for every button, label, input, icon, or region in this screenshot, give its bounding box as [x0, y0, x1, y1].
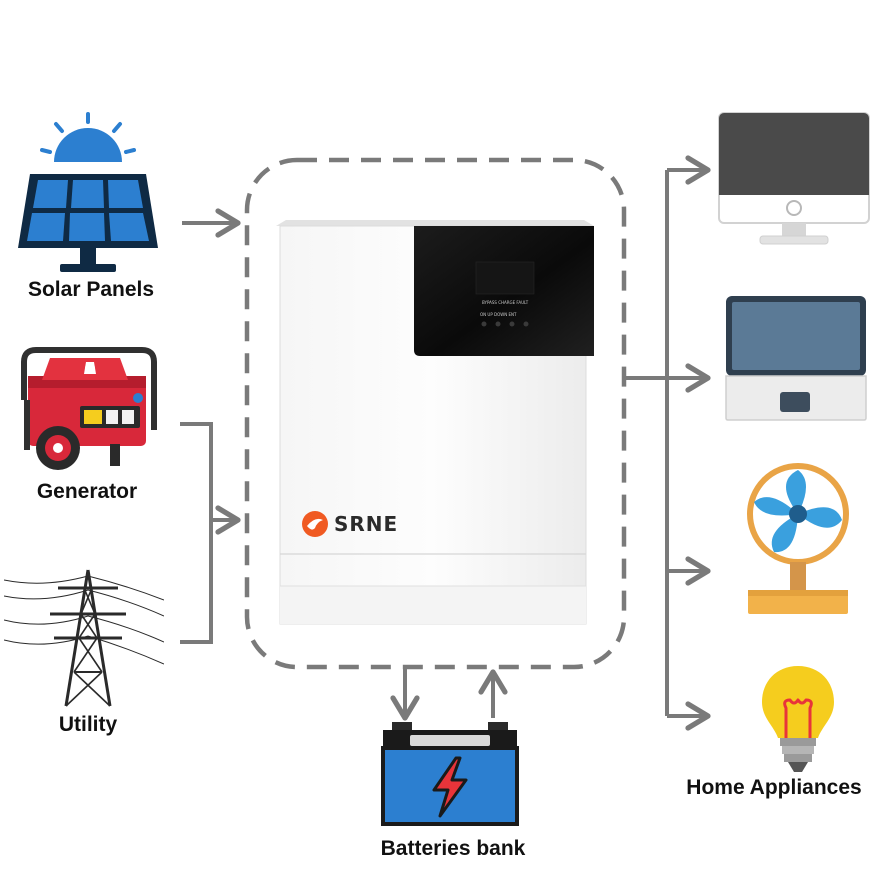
solar-panels-label: Solar Panels: [27, 278, 155, 301]
generator-label: Generator: [36, 480, 138, 503]
home-appliances-label: Home Appliances: [686, 776, 862, 799]
power-tower-icon: [4, 569, 164, 707]
srne-logo-icon: [302, 511, 328, 537]
light-bulb-icon: [762, 666, 834, 772]
battery-icon: [381, 722, 519, 826]
inverter-unit: BYPASS CHARGE FAULT ON UP DOWN ENT: [276, 220, 594, 625]
utility-label: Utility: [58, 713, 118, 736]
svg-text:BYPASS CHARGE FAULT: BYPASS CHARGE FAULT: [482, 300, 529, 305]
generator-icon: [21, 347, 157, 470]
inverter-boundary: [244, 157, 627, 670]
fan-icon: [747, 463, 849, 614]
inverter-brand-text: SRNE: [334, 512, 399, 536]
svg-text:ON UP DOWN ENT: ON UP DOWN ENT: [480, 312, 517, 317]
connector-generator: [180, 422, 213, 644]
solar-panel-icon: [18, 112, 158, 272]
desktop-monitor-icon: [718, 112, 870, 245]
batteries-bank-label: Batteries bank: [380, 837, 526, 860]
laptop-icon: [725, 296, 867, 421]
